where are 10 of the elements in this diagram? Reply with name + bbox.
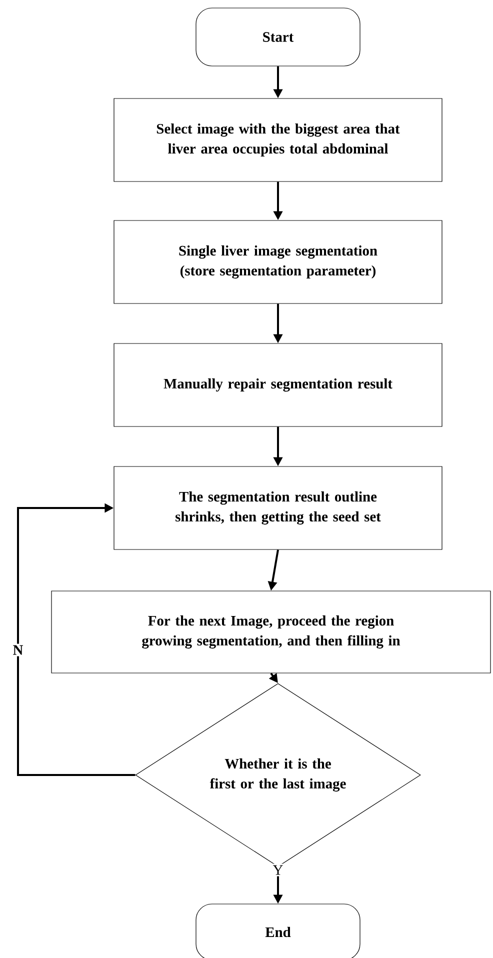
- process-box: The segmentation result outline shrinks, then getting the seed set: [114, 466, 442, 550]
- process-box: Select image with the biggest area that liver area occupies total abdominal: [114, 98, 442, 182]
- edge-label: N: [11, 644, 25, 656]
- process-box: Single liver image segmentation (store segmentation parameter): [114, 220, 442, 304]
- arrow: [17, 503, 136, 776]
- start-terminal: Start: [196, 8, 360, 66]
- end-terminal: End: [196, 904, 360, 958]
- edge-label: Y: [271, 864, 285, 876]
- process-box: For the next Image, proceed the region growing segmentation, and then filling in: [51, 590, 491, 674]
- process-box: Manually repair segmentation result: [114, 343, 442, 427]
